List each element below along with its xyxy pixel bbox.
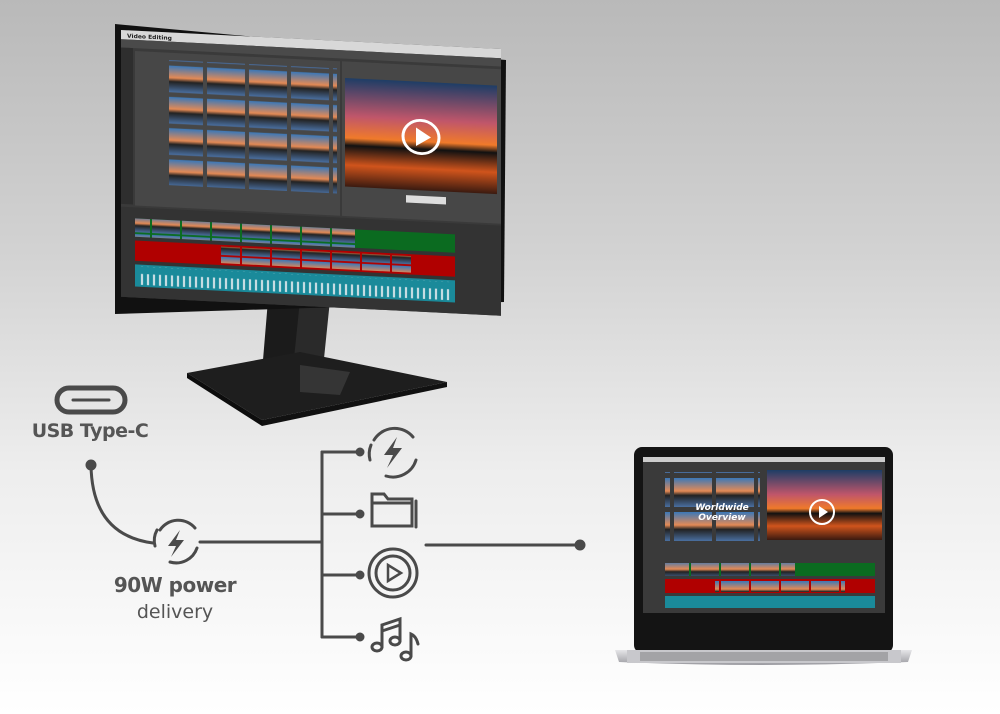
usb-cable-line	[89, 463, 155, 545]
laptop-play-icon	[809, 499, 835, 525]
power-subtitle-label: delivery	[136, 601, 214, 623]
tool-panel	[121, 47, 133, 205]
monitor-screen: Video Editing	[121, 30, 501, 316]
playback-controls	[406, 195, 446, 205]
play-icon	[367, 547, 419, 599]
play-overlay-icon	[401, 119, 441, 155]
usb-type-c-label: USB Type-C	[31, 420, 149, 442]
laptop: Worldwide Overview	[615, 447, 912, 665]
power-title-label: 90W power	[113, 573, 237, 597]
usb-c-port-icon	[54, 385, 128, 415]
monitor-stand	[187, 300, 447, 426]
connection-diagram	[54, 385, 586, 662]
app-title: Video Editing	[127, 34, 172, 42]
power-delivery-icon	[152, 518, 199, 565]
thumbnail-grid	[169, 60, 337, 194]
overlay-title: Overview	[698, 513, 746, 523]
overlay-title: Worldwide	[695, 503, 749, 513]
folder-icon	[370, 492, 418, 529]
laptop-deck	[627, 650, 901, 663]
music-icon	[370, 616, 420, 662]
power-icon	[367, 426, 418, 479]
